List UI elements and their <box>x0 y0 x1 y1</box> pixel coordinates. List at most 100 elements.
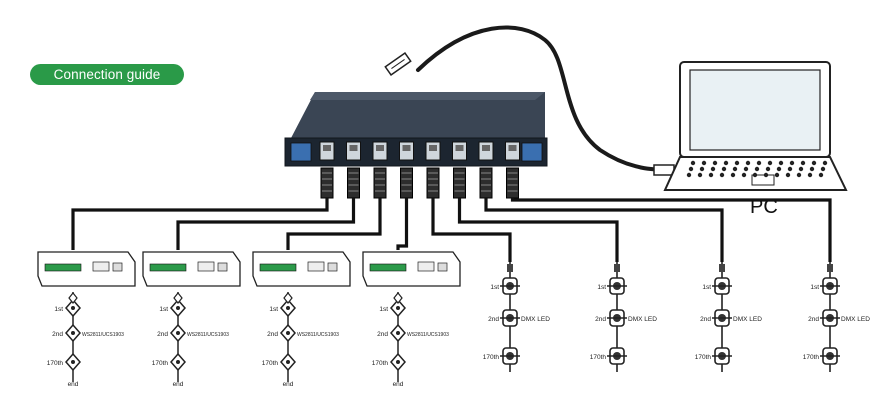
chain-label-first: 1st <box>379 306 388 313</box>
dmx-label-first: 1st <box>490 284 499 291</box>
port-socket <box>508 145 517 151</box>
keyboard-key <box>776 166 782 172</box>
port-socket <box>323 145 331 151</box>
keyboard-key <box>697 172 703 178</box>
chain-label-last: 170th <box>262 360 279 367</box>
keyboard-key <box>789 160 795 166</box>
keyboard-key <box>745 160 751 166</box>
decoder-terminal <box>259 263 297 272</box>
dmx-plug <box>827 264 833 272</box>
dmx-label-first: 1st <box>810 284 819 291</box>
pixel-head <box>68 292 78 304</box>
chain-label-second: 2nd <box>157 331 168 338</box>
keyboard-key <box>688 166 694 172</box>
decoder-box <box>362 251 461 287</box>
decoder-jack <box>217 262 228 272</box>
decoder-display <box>417 261 435 272</box>
port-socket <box>376 145 384 151</box>
pixel-led <box>396 306 400 310</box>
chain-label-end: end <box>283 381 294 388</box>
chain-chip-label: WS2811/UCS1903 <box>187 332 229 338</box>
chain-label-end: end <box>173 381 184 388</box>
pixel-led <box>396 331 400 335</box>
usb-plug-right <box>653 164 675 176</box>
keyboard-key <box>822 160 828 166</box>
chain-chip-label: WS2811/UCS1903 <box>297 332 339 338</box>
spi-decoder: 1st 2nd WS2811/UCS1903 170th end <box>142 251 241 388</box>
chain-label-second: 2nd <box>52 331 63 338</box>
pixel-led <box>71 306 75 310</box>
dmx-type-label: DMX LED <box>521 316 550 323</box>
power-label-left <box>290 142 312 162</box>
port-socket <box>429 145 437 151</box>
keyboard-key <box>701 160 707 166</box>
dmx-label-first: 1st <box>702 284 711 291</box>
controller-box <box>284 92 548 167</box>
chain-label-end: end <box>393 381 404 388</box>
decoder-terminal <box>149 263 187 272</box>
keyboard-key <box>699 166 705 172</box>
chain-label-first: 1st <box>159 306 168 313</box>
port-socket <box>402 145 411 151</box>
decoder-jack <box>327 262 338 272</box>
keyboard-key <box>800 160 806 166</box>
laptop-touchpad <box>751 174 775 186</box>
usb-plug-left <box>384 51 412 77</box>
keyboard-key <box>708 172 714 178</box>
dmx-label-second: 2nd <box>808 316 819 323</box>
keyboard-key <box>710 166 716 172</box>
chain-label-second: 2nd <box>377 331 388 338</box>
chain-label-last: 170th <box>47 360 64 367</box>
controller-ports <box>290 141 543 162</box>
data-cable <box>176 198 356 250</box>
decoder-terminal <box>369 263 407 272</box>
chain-label-second: 2nd <box>267 331 278 338</box>
usb-cable <box>416 25 674 172</box>
laptop-pc <box>663 61 848 191</box>
keyboard-key <box>765 166 771 172</box>
dmx-label-last: 170th <box>590 354 607 361</box>
port-socket <box>349 145 358 151</box>
pixel-head <box>173 292 183 304</box>
port-socket <box>455 145 464 151</box>
keyboard-key <box>690 160 696 166</box>
keyboard-key <box>712 160 718 166</box>
laptop-screen <box>689 69 821 151</box>
data-cable <box>396 198 409 250</box>
data-cable <box>71 198 329 250</box>
pixel-led <box>396 360 400 364</box>
chain-label-end: end <box>68 381 79 388</box>
decoder-box <box>37 251 136 287</box>
keyboard-key <box>730 172 736 178</box>
data-cable <box>431 198 512 262</box>
keyboard-key <box>686 172 692 178</box>
keyboard-key <box>767 160 773 166</box>
decoder-jack <box>437 262 448 272</box>
chain-chip-label: WS2811/UCS1903 <box>407 332 449 338</box>
pixel-led <box>176 360 180 364</box>
keyboard-key <box>778 160 784 166</box>
dmx-label-second: 2nd <box>595 316 606 323</box>
dmx-label-second: 2nd <box>700 316 711 323</box>
keyboard-key <box>785 172 791 178</box>
decoder-display <box>307 261 325 272</box>
keyboard-key <box>798 166 804 172</box>
keyboard-key <box>721 166 727 172</box>
pixel-led <box>176 331 180 335</box>
data-cable <box>286 198 382 250</box>
spi-decoders: 1st 2nd WS2811/UCS1903 170th end 1st 2nd WS2811… <box>37 251 461 388</box>
dmx-type-label: DMX LED <box>733 316 762 323</box>
keyboard-key <box>774 172 780 178</box>
data-cable <box>484 198 724 262</box>
pixel-head <box>283 292 293 304</box>
keyboard-key <box>809 166 815 172</box>
chain-label-last: 170th <box>152 360 169 367</box>
dmx-label-last: 170th <box>483 354 500 361</box>
